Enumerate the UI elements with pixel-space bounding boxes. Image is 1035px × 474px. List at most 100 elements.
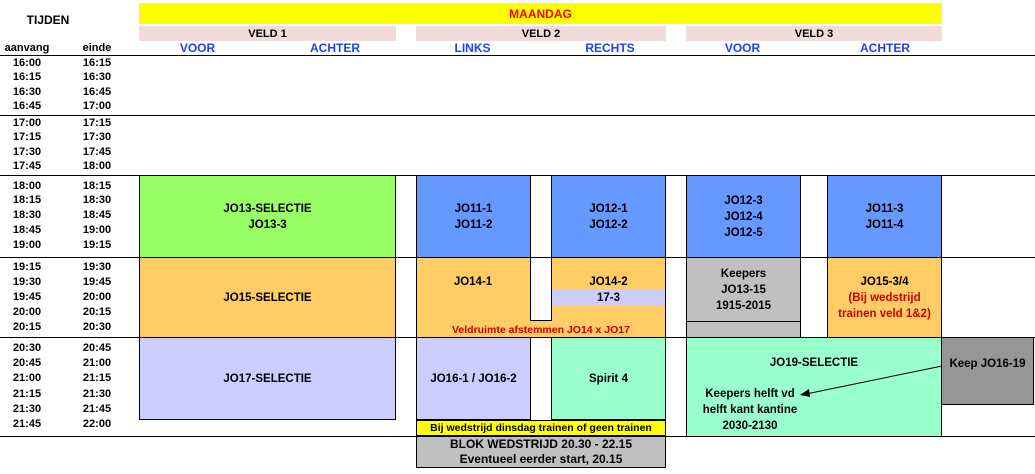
block-keepers-extension — [686, 321, 801, 338]
time-start: 17:30 — [12, 146, 42, 158]
time-start: 18:00 — [12, 180, 42, 192]
time-end: 21:00 — [82, 357, 112, 369]
block-jo14-2: JO14-2 — [589, 276, 628, 288]
block-line: trainen veld 1&2) — [838, 307, 931, 320]
time-start: 18:15 — [12, 194, 42, 206]
sub-veld3-voor: VOOR — [724, 41, 761, 55]
note-dinsdag: Bij wedstrijd dinsdag trainen of geen tr… — [416, 420, 666, 436]
time-start: 21:45 — [12, 418, 42, 430]
block-spirit-4[interactable]: Spirit 4 — [551, 337, 666, 420]
sub-veld2-links: LINKS — [454, 41, 491, 55]
time-start: 17:45 — [12, 160, 42, 172]
time-end: 21:30 — [82, 388, 112, 400]
block-wedstrijd[interactable]: BLOK WEDSTRIJD 20.30 - 22.15 Eventueel e… — [416, 436, 666, 468]
time-end: 20:45 — [82, 342, 112, 354]
time-start: 18:30 — [12, 209, 42, 221]
time-end: 20:30 — [82, 321, 112, 333]
block-line: JO11-4 — [865, 218, 904, 231]
block-jo11-1-2[interactable]: JO11-1 JO11-2 — [416, 175, 531, 258]
arrow-icon — [800, 365, 943, 397]
separator-line — [0, 115, 1035, 116]
time-end: 18:15 — [82, 180, 112, 192]
time-end: 19:00 — [82, 224, 112, 236]
block-line: JO12-5 — [724, 226, 763, 239]
block-line: JO17-SELECTIE — [223, 372, 312, 385]
time-start: 20:45 — [12, 357, 42, 369]
block-line: JO16-1 / JO16-2 — [430, 372, 517, 385]
time-end: 19:30 — [82, 261, 112, 273]
time-start: 20:30 — [12, 342, 42, 354]
block-jo17-selectie[interactable]: JO17-SELECTIE — [139, 337, 396, 420]
day-header: MAANDAG — [139, 3, 942, 24]
block-line: BLOK WEDSTRIJD 20.30 - 22.15 — [449, 437, 633, 451]
block-line: JO13-3 — [248, 218, 287, 231]
time-start: 18:45 — [12, 224, 42, 236]
time-end: 21:45 — [82, 403, 112, 415]
time-end: 20:15 — [82, 306, 112, 318]
time-end: 18:00 — [82, 160, 112, 172]
block-jo15-selectie[interactable]: JO15-SELECTIE — [139, 257, 396, 338]
block-line: (Bij wedstrijd — [848, 291, 921, 304]
block-line: Keepers helft vd — [705, 388, 795, 400]
col-einde: einde — [82, 42, 112, 54]
block-line: helft kant kantine — [702, 404, 798, 416]
block-jo19-selectie[interactable] — [686, 337, 942, 437]
block-line: JO12-1 — [589, 202, 628, 215]
time-end: 16:30 — [82, 71, 112, 83]
tijden-header: TIJDEN — [26, 13, 70, 27]
time-end: 17:15 — [82, 117, 112, 129]
time-end: 19:15 — [82, 239, 112, 251]
time-start: 21:15 — [12, 388, 42, 400]
block-jo16[interactable]: JO16-1 / JO16-2 — [416, 337, 531, 420]
block-line: Keepers — [720, 267, 767, 280]
keepers-helft-note: Keepers helft vd helft kant kantine 2030… — [690, 386, 810, 434]
time-start: 21:30 — [12, 403, 42, 415]
time-start: 19:15 — [12, 261, 42, 273]
block-jo14-1: JO14-1 — [453, 276, 493, 288]
block-jo19-label: JO19-SELECTIE — [769, 357, 859, 369]
time-end: 22:00 — [82, 418, 112, 430]
block-keepers-jo13-15[interactable]: Keepers JO13-15 1915-2015 — [686, 257, 801, 322]
block-line: JO12-3 — [724, 194, 763, 207]
time-end: 17:45 — [82, 146, 112, 158]
block-17-3: 17-3 — [552, 290, 665, 306]
field-header-veld3: VELD 3 — [686, 26, 942, 41]
time-start: 19:00 — [12, 239, 42, 251]
time-end: 18:45 — [82, 209, 112, 221]
time-start: 17:15 — [12, 131, 42, 143]
time-start: 16:30 — [12, 86, 42, 98]
block-jo12-1-2[interactable]: JO12-1 JO12-2 — [551, 175, 666, 258]
block-line: JO12-2 — [589, 218, 628, 231]
block-line: JO11-2 — [454, 218, 493, 231]
time-start: 19:45 — [12, 291, 42, 303]
sub-veld2-rechts: RECHTS — [585, 41, 635, 55]
block-line: Eventueel eerder start, 20.15 — [459, 452, 623, 466]
gap-white — [530, 258, 552, 321]
block-line: JO11-1 — [454, 202, 493, 215]
time-start: 16:15 — [12, 71, 42, 83]
block-jo11-3-4[interactable]: JO11-3 JO11-4 — [827, 175, 942, 258]
block-line: JO13-SELECTIE — [223, 202, 312, 215]
note-veldruimte: Veldruimte afstemmen JO14 x JO17 — [451, 323, 630, 336]
block-line: JO13-15 — [721, 283, 766, 296]
time-end: 21:15 — [82, 372, 112, 384]
block-jo13-selectie[interactable]: JO13-SELECTIE JO13-3 — [139, 175, 396, 258]
field-header-veld1: VELD 1 — [139, 26, 396, 41]
time-end: 16:15 — [82, 57, 112, 69]
time-start: 19:30 — [12, 276, 42, 288]
block-line: 2030-2130 — [722, 420, 778, 432]
block-jo15-3-4[interactable]: JO15-3/4 (Bij wedstrijd trainen veld 1&2… — [827, 257, 942, 338]
block-jo12-3-5[interactable]: JO12-3 JO12-4 JO12-5 — [686, 175, 801, 258]
separator-line — [0, 55, 1035, 56]
time-start: 16:45 — [12, 100, 42, 112]
time-end: 17:00 — [82, 100, 112, 112]
time-end: 18:30 — [82, 194, 112, 206]
field-header-veld2: VELD 2 — [416, 26, 666, 41]
col-aanvang: aanvang — [4, 42, 50, 54]
block-keep-jo16-19[interactable]: Keep JO16-19 — [941, 337, 1034, 405]
sub-veld1-voor: VOOR — [179, 41, 216, 55]
time-start: 20:00 — [12, 306, 42, 318]
time-end: 16:45 — [82, 86, 112, 98]
block-line: JO15-SELECTIE — [223, 291, 312, 304]
time-start: 21:00 — [12, 372, 42, 384]
